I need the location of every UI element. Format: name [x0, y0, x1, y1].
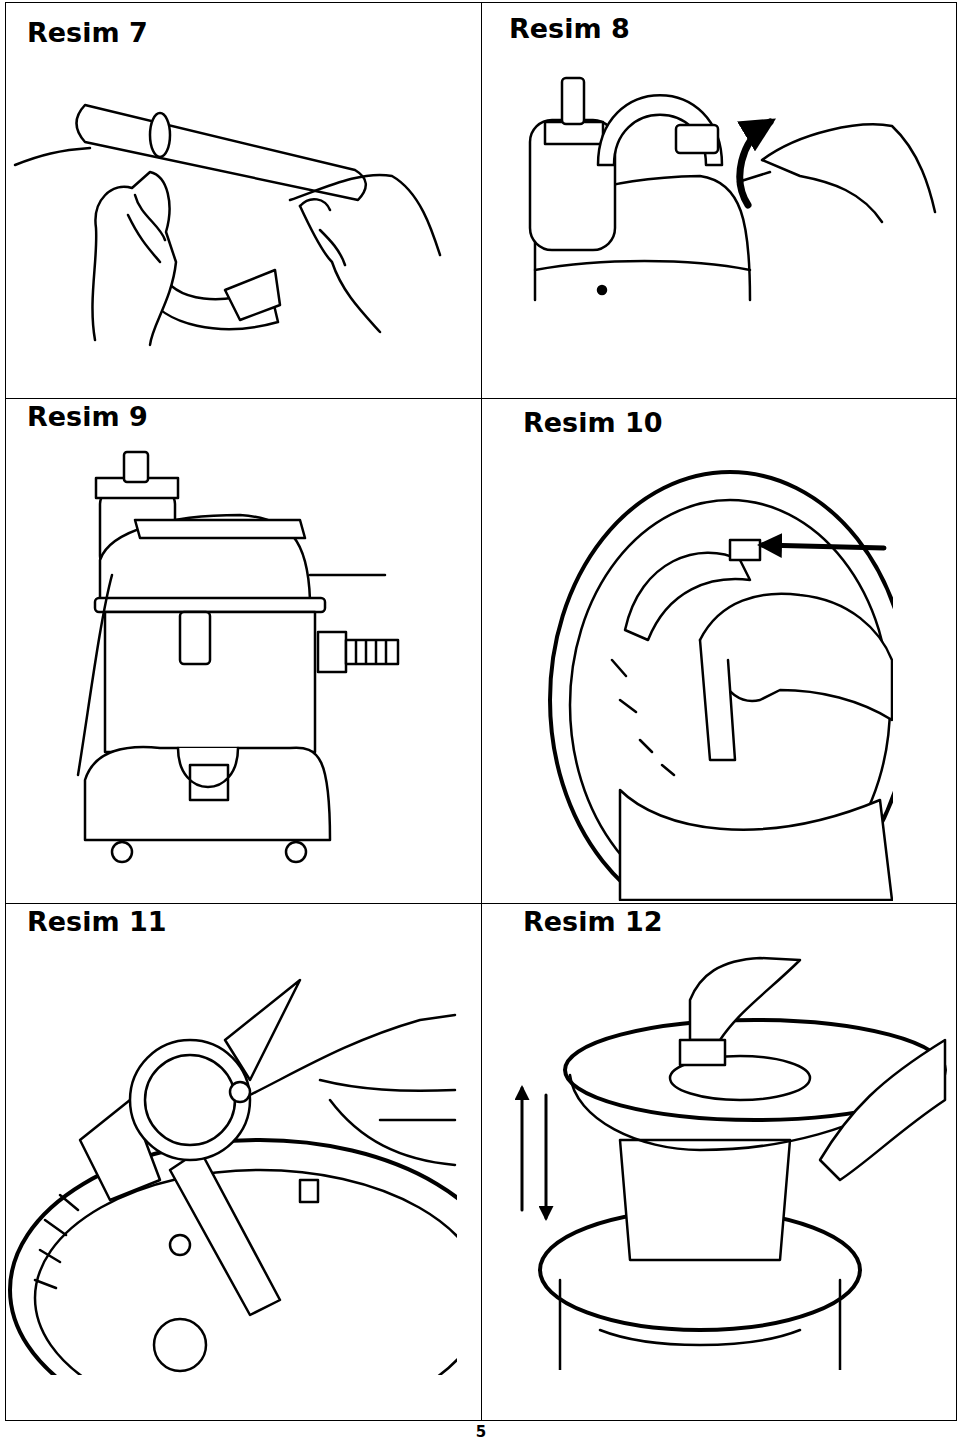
- pin: [230, 1082, 250, 1102]
- figure-panel: Resim 10: [481, 398, 957, 904]
- figure-title: Resim 12: [520, 906, 666, 938]
- base: [85, 747, 330, 840]
- left-hand: [92, 172, 176, 345]
- figure-panel: Resim 9: [5, 398, 482, 904]
- side-hand: [820, 1040, 945, 1180]
- page-number: 5: [461, 1423, 501, 1440]
- bottle-neck: [562, 78, 584, 124]
- pin: [310, 574, 385, 577]
- figure-panel: Resim 12: [481, 903, 957, 1421]
- machine-inside: [620, 790, 892, 900]
- figure-title: Resim 8: [506, 13, 633, 45]
- figure-title: Resim 11: [24, 906, 170, 938]
- top-hand: [690, 958, 800, 1040]
- down-arrow: [545, 1095, 548, 1218]
- float-removal-illustration: [10, 980, 457, 1375]
- figure-title: Resim 9: [24, 401, 151, 433]
- hose-inlet: [318, 632, 346, 672]
- bottle-neck: [124, 452, 148, 482]
- hand: [250, 1015, 455, 1165]
- clip: [730, 540, 760, 560]
- figure-title: Resim 10: [520, 407, 666, 439]
- right-hand: [290, 175, 440, 332]
- tank-ring: [10, 1140, 457, 1375]
- motor-head: [100, 515, 310, 600]
- ring-ticks: [35, 1195, 78, 1288]
- float-fitting-illustration: [550, 472, 893, 901]
- hand: [738, 124, 935, 222]
- cord: [78, 575, 112, 775]
- hose-tube: [77, 105, 366, 200]
- hose-illustration: [15, 105, 440, 345]
- latch: [676, 125, 718, 153]
- motor-fan: [154, 1319, 206, 1371]
- rotate-arrow: [740, 122, 770, 205]
- cord: [15, 148, 90, 165]
- float-arm: [170, 1150, 280, 1315]
- carry-handle: [598, 95, 722, 165]
- float-disc: [145, 1055, 235, 1145]
- hose: [346, 640, 398, 664]
- head-rim: [535, 261, 750, 270]
- figure-title: Resim 7: [24, 17, 151, 49]
- ring-ticks: [612, 660, 674, 775]
- tank-clip: [180, 612, 210, 664]
- vacuum-illustration: [78, 452, 398, 862]
- lid-latch-illustration: [530, 78, 935, 300]
- tank: [105, 612, 315, 752]
- up-arrow: [521, 1088, 524, 1210]
- wheel: [286, 842, 306, 862]
- grip: [170, 1235, 190, 1255]
- filter-basket-illustration: [522, 958, 945, 1370]
- head-top: [135, 520, 305, 538]
- direction-arrow: [762, 545, 884, 548]
- figure-panel: Resim 11: [5, 903, 482, 1421]
- figure-panel: Resim 7: [5, 2, 482, 399]
- tab: [680, 1040, 725, 1065]
- hose-clip: [150, 113, 170, 157]
- finger-lines: [128, 195, 165, 262]
- tank-rim: [95, 598, 325, 612]
- finger-lines: [300, 199, 345, 265]
- float-arm: [700, 640, 735, 760]
- tank-body: [560, 1280, 840, 1370]
- float-ring: [130, 1040, 250, 1160]
- lid-ring: [550, 472, 893, 901]
- basket-body: [620, 1140, 790, 1260]
- tag: [225, 270, 280, 320]
- dot: [598, 286, 606, 294]
- figure-panel: Resim 8: [481, 2, 957, 399]
- wheel: [112, 842, 132, 862]
- base-pedal: [178, 748, 238, 800]
- clip: [300, 1180, 318, 1202]
- bottle-cap: [545, 122, 603, 144]
